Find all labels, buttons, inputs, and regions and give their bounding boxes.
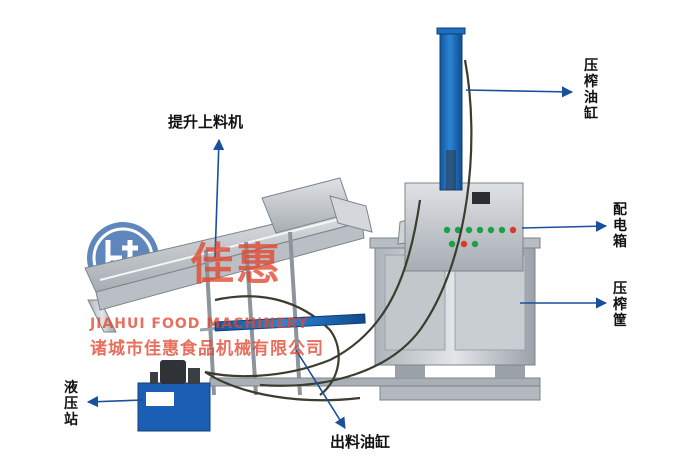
discharge-cylinder [214,313,366,332]
arrow-discharge-cylinder [295,349,346,429]
label-hydraulic-station: 液压站 [64,380,78,428]
hydraulic-hoses [204,59,473,402]
label-press-cylinder: 压榨油缸 [584,58,598,122]
watermark-brand-en: JIAHUI FOOD MACHINERY [90,316,309,332]
arrow-press-cylinder [465,86,574,98]
watermark-company: 诸城市佳惠食品机械有限公司 [90,339,324,359]
label-hoist-feeder: 提升上料机 [168,113,244,131]
press-cylinder [436,27,466,191]
arrow-control-box [521,220,608,232]
hoist-feeder [84,177,373,396]
arrow-hydraulic-station [86,396,144,408]
base-frame [209,360,541,401]
hydraulic-station [137,360,211,432]
watermark-brand-cn: 佳惠 [190,239,282,290]
control-box [404,182,524,272]
arrow-hoist-feeder [213,138,225,259]
label-discharge-cylinder: 出料油缸 [330,433,391,451]
label-control-box: 配电箱 [613,202,627,250]
label-arrows [86,86,608,429]
label-press-basket: 压榨筐 [613,281,627,329]
